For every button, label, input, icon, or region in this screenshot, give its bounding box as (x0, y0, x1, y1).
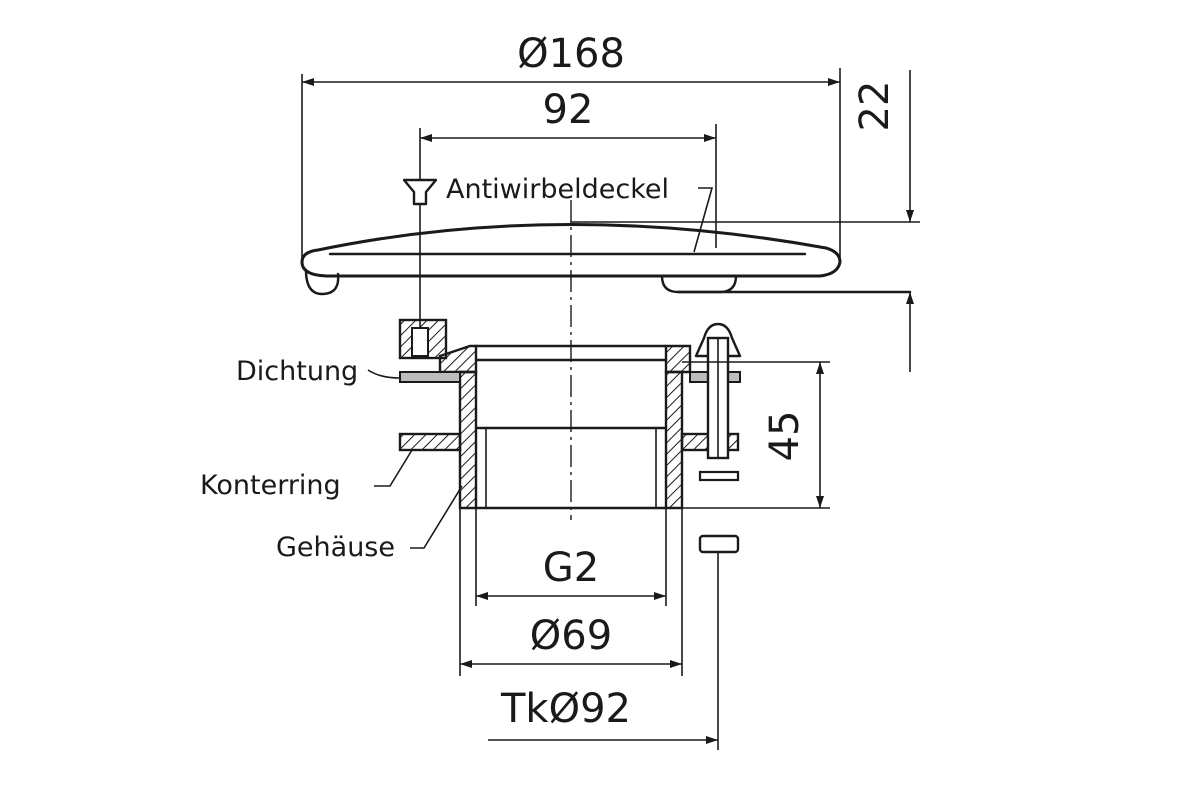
dimension-bolt-circle-label: TkØ92 (500, 686, 631, 732)
screw-icon (402, 178, 438, 340)
seal-part (399, 371, 741, 383)
dimension-body-height: 45 (682, 361, 830, 509)
label-seal-text: Dichtung (236, 356, 358, 387)
dimension-outer-diameter-label: Ø168 (517, 31, 625, 77)
dimension-cover-width: 92 (419, 87, 717, 248)
dimension-height-label: 22 (852, 81, 898, 132)
housing-part (438, 344, 692, 510)
dimension-bolt-circle: TkØ92 (488, 686, 718, 744)
label-housing-text: Gehäuse (276, 532, 395, 563)
label-seal: Dichtung (236, 356, 401, 387)
label-lock-ring: Konterring (200, 449, 413, 501)
label-lock-ring-text: Konterring (200, 470, 341, 501)
clamp-block (398, 318, 448, 360)
dimension-inner-diameter-label: Ø69 (530, 613, 612, 659)
label-cover-text: Antiwirbeldeckel (446, 174, 669, 205)
bolt-icon (694, 322, 742, 750)
lock-ring-part (398, 432, 740, 452)
dimension-height: 22 (570, 70, 920, 372)
label-cover: Antiwirbeldeckel (446, 174, 714, 253)
label-housing: Gehäuse (276, 485, 463, 563)
dimension-body-height-label: 45 (762, 411, 808, 462)
dimension-inner-diameter: Ø69 (459, 508, 683, 676)
dimension-thread: G2 (475, 508, 667, 606)
dimension-outer-diameter: Ø168 (301, 31, 841, 262)
dimension-thread-label: G2 (543, 545, 599, 591)
dimension-cover-width-label: 92 (543, 87, 594, 133)
